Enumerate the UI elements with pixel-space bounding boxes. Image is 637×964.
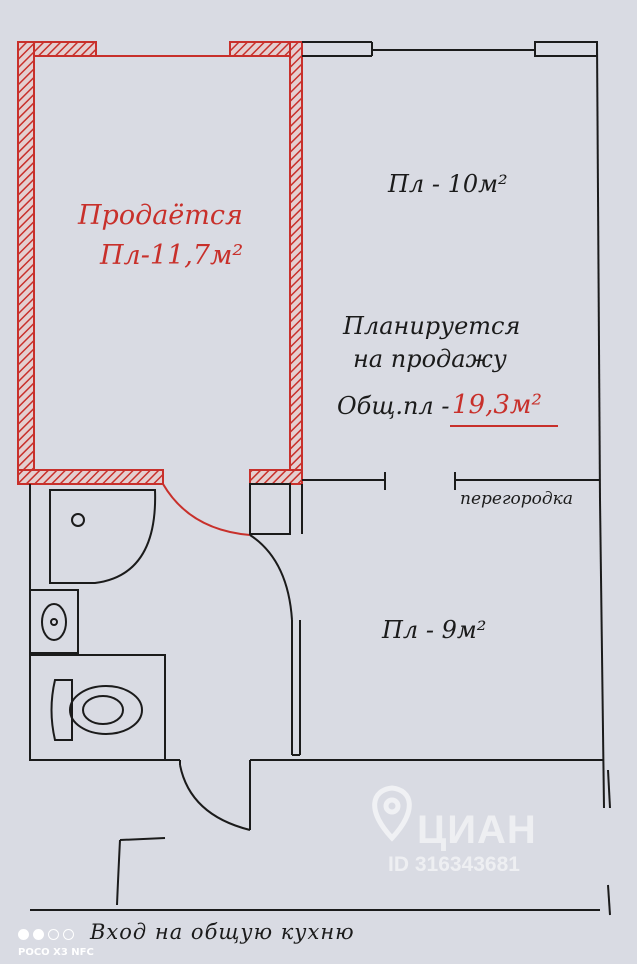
toilet-tank bbox=[50, 679, 73, 741]
plan-line-1: Планируется bbox=[343, 312, 521, 340]
pagination-dot-icon bbox=[18, 929, 29, 940]
watermark-id: ID 316343681 bbox=[388, 853, 520, 876]
pagination-dot-icon bbox=[48, 929, 59, 940]
shower-drain bbox=[71, 513, 85, 527]
toilet-bowl bbox=[69, 685, 143, 735]
room-10-area: Пл - 10м² bbox=[388, 170, 508, 198]
pagination-dot-icon bbox=[63, 929, 74, 940]
plan-line-2: на продажу bbox=[353, 345, 507, 373]
total-area-prefix: Общ.пл - bbox=[337, 392, 450, 420]
watermark-brand: ЦИАН bbox=[417, 808, 537, 852]
black-walls bbox=[29, 41, 611, 916]
entrance-label: Вход на общую кухню bbox=[90, 920, 355, 944]
total-area-value: 19,3м² bbox=[452, 390, 542, 420]
washbasin bbox=[41, 603, 67, 641]
camera-watermark: POCO X3 NFC bbox=[18, 947, 94, 958]
pagination-dots bbox=[18, 929, 74, 940]
room-9-area: Пл - 9м² bbox=[382, 616, 487, 644]
partition-label: перегородка bbox=[460, 489, 573, 509]
watermark-pin-icon bbox=[372, 785, 412, 842]
sale-room-walls bbox=[17, 41, 303, 536]
sale-room-door-arc bbox=[162, 483, 251, 536]
pagination-dot-icon bbox=[33, 929, 44, 940]
sale-title: Продаётся bbox=[78, 200, 243, 231]
sale-area: Пл-11,7м² bbox=[100, 240, 244, 271]
shower-tray bbox=[49, 489, 157, 584]
